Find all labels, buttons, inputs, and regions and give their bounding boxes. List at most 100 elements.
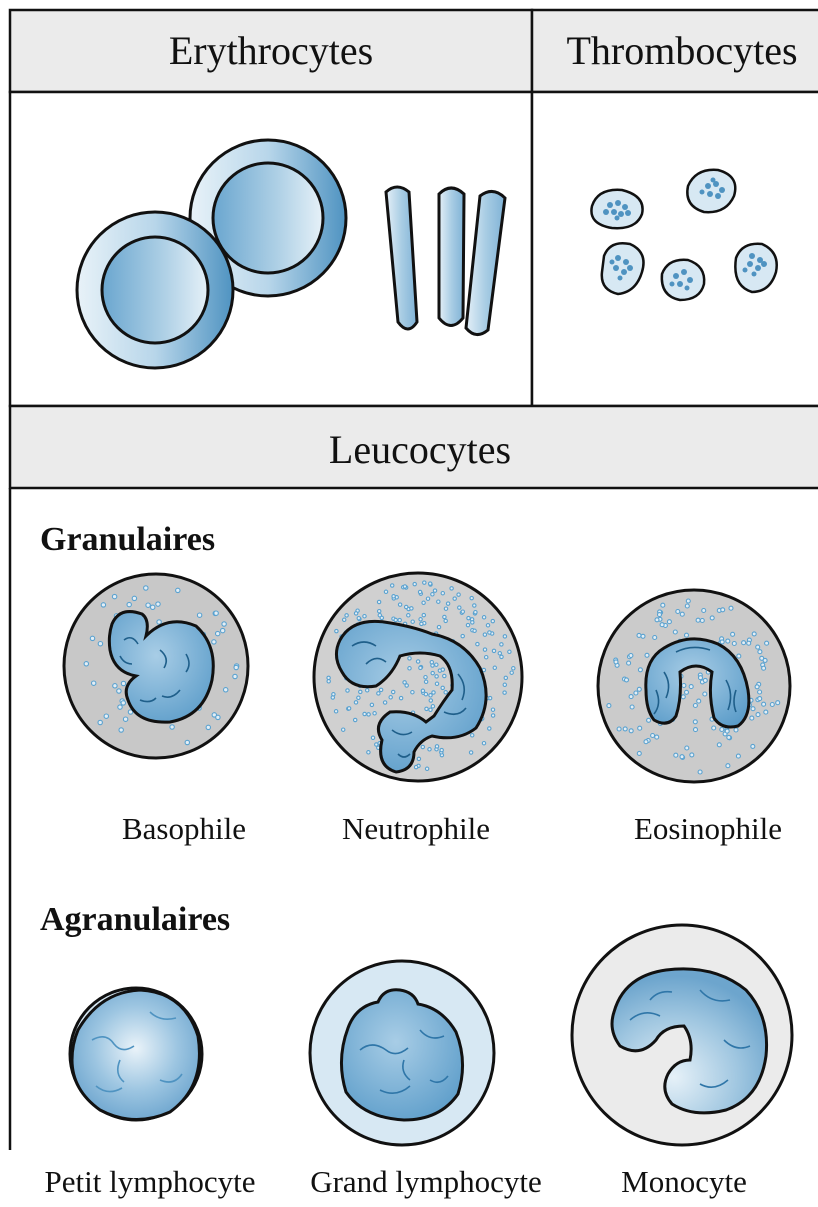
granule bbox=[176, 588, 180, 592]
granule bbox=[510, 671, 513, 674]
granule bbox=[458, 606, 461, 609]
granule bbox=[493, 666, 496, 669]
granule bbox=[429, 694, 432, 697]
granule bbox=[424, 693, 427, 696]
granule bbox=[732, 642, 736, 646]
granule bbox=[101, 603, 105, 607]
granule bbox=[416, 660, 419, 663]
granule bbox=[667, 620, 671, 624]
granule bbox=[485, 656, 488, 659]
granule bbox=[354, 701, 357, 704]
granule bbox=[726, 764, 730, 768]
granule bbox=[123, 717, 127, 721]
granule bbox=[156, 602, 160, 606]
granule bbox=[113, 684, 117, 688]
granule bbox=[127, 602, 131, 606]
granule bbox=[429, 699, 432, 702]
granule bbox=[420, 622, 423, 625]
granule bbox=[607, 704, 611, 708]
thrombocyte bbox=[687, 170, 735, 212]
granule bbox=[625, 678, 629, 682]
granule bbox=[508, 650, 511, 653]
granule bbox=[419, 666, 422, 669]
granule bbox=[655, 618, 659, 622]
thrombocyte bbox=[735, 244, 776, 292]
erythrocyte-rod-2 bbox=[439, 188, 464, 326]
granule bbox=[366, 689, 369, 692]
granule bbox=[121, 701, 125, 705]
granule bbox=[469, 751, 472, 754]
granule bbox=[689, 685, 693, 689]
granule bbox=[170, 725, 174, 729]
granule bbox=[717, 743, 721, 747]
granule bbox=[437, 625, 440, 628]
monocyte-label: Monocyte bbox=[621, 1164, 747, 1199]
granule bbox=[500, 655, 503, 658]
granule bbox=[425, 707, 428, 710]
erythrocytes-title: Erythrocytes bbox=[169, 28, 373, 73]
agranulaires-heading: Agranulaires bbox=[40, 901, 230, 938]
granule bbox=[234, 665, 238, 669]
granule bbox=[423, 581, 426, 584]
granule bbox=[764, 710, 768, 714]
granule bbox=[685, 746, 689, 750]
granule bbox=[443, 674, 446, 677]
granule bbox=[421, 745, 424, 748]
granule bbox=[435, 675, 438, 678]
granule bbox=[776, 701, 780, 705]
granule bbox=[685, 690, 689, 694]
granule bbox=[104, 714, 108, 718]
granule bbox=[398, 603, 401, 606]
granule bbox=[674, 753, 678, 757]
granule bbox=[765, 641, 769, 645]
granule bbox=[435, 663, 438, 666]
granule bbox=[638, 726, 642, 730]
granule bbox=[363, 615, 366, 618]
granule bbox=[751, 707, 755, 711]
granule bbox=[736, 754, 740, 758]
granule bbox=[750, 716, 754, 720]
leucocytes-title: Leucocytes bbox=[329, 427, 511, 472]
granule bbox=[467, 616, 470, 619]
granule bbox=[367, 713, 370, 716]
granule bbox=[651, 734, 655, 738]
granule bbox=[428, 748, 431, 751]
granule bbox=[378, 614, 381, 617]
granule bbox=[690, 753, 694, 757]
granule bbox=[443, 615, 446, 618]
granule bbox=[693, 720, 697, 724]
granule bbox=[676, 610, 680, 614]
granule bbox=[425, 767, 428, 770]
granule bbox=[206, 725, 210, 729]
granule bbox=[347, 707, 350, 710]
granule bbox=[408, 657, 411, 660]
granule bbox=[371, 736, 374, 739]
granule bbox=[731, 632, 735, 636]
granule bbox=[720, 728, 724, 732]
granule bbox=[734, 728, 738, 732]
granule bbox=[470, 596, 473, 599]
granule bbox=[686, 599, 690, 603]
granule bbox=[233, 674, 237, 678]
granule bbox=[334, 710, 337, 713]
granule bbox=[627, 661, 631, 665]
granule bbox=[725, 729, 729, 733]
granule bbox=[747, 641, 751, 645]
granule bbox=[354, 718, 357, 721]
granule bbox=[410, 607, 413, 610]
granule bbox=[345, 614, 348, 617]
granule bbox=[647, 718, 651, 722]
granule bbox=[685, 633, 689, 637]
granule bbox=[503, 683, 506, 686]
granule bbox=[357, 617, 360, 620]
granule bbox=[398, 618, 401, 621]
granule bbox=[197, 613, 201, 617]
granule bbox=[422, 601, 425, 604]
granule bbox=[98, 720, 102, 724]
grand-lymphocyte-label: Grand lymphocyte bbox=[310, 1164, 542, 1199]
granule bbox=[157, 620, 161, 624]
granule bbox=[702, 609, 706, 613]
granule bbox=[383, 701, 386, 704]
granule bbox=[411, 691, 414, 694]
granule bbox=[331, 696, 334, 699]
